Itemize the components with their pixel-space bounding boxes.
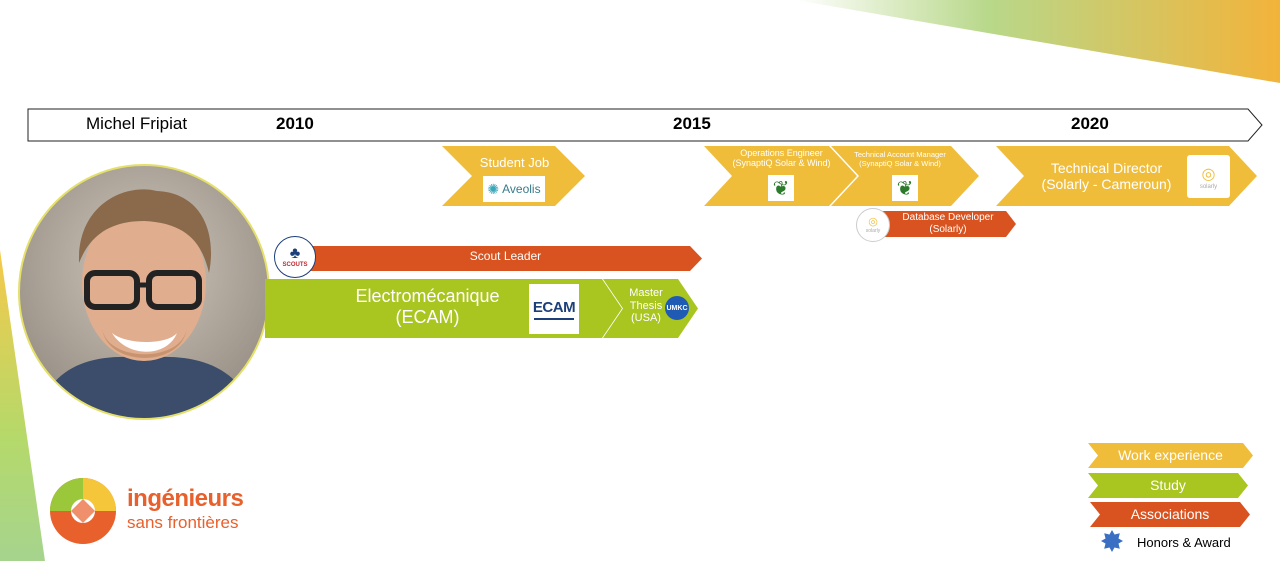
legend-work-label: Work experience: [1118, 447, 1223, 463]
work-label: Technical Director (Solarly - Cameroun): [1041, 160, 1172, 193]
year-label: 2015: [673, 114, 711, 133]
legend-honors-label: Honors & Award: [1137, 535, 1231, 550]
solarly-logo: ◎ solarly: [856, 208, 890, 242]
ecam-logo: ECAM: [529, 284, 579, 334]
legend-study-label: Study: [1150, 477, 1186, 493]
study-item-electromecanique[interactable]: Electromécanique (ECAM) ECAM: [265, 279, 622, 338]
association-item-scout-leader[interactable]: Scout Leader: [293, 246, 702, 271]
3e-logo: ❦: [768, 175, 794, 201]
legend-associations: Associations: [1090, 502, 1250, 527]
work-label: Technical Account Manager (SynaptiQ Sola…: [854, 150, 946, 168]
solarly-logo: ◎ solarly: [1187, 155, 1230, 198]
brand-line2: sans frontières: [127, 513, 239, 532]
work-item-operations-engineer[interactable]: Operations Engineer (SynaptiQ Solar & Wi…: [704, 146, 857, 206]
association-label: Scout Leader: [469, 249, 542, 263]
3e-logo: ❦: [892, 175, 918, 201]
umkc-logo: UMKC: [665, 296, 689, 320]
profile-photo: [17, 163, 271, 421]
work-item-technical-director[interactable]: Technical Director (Solarly - Cameroun) …: [996, 146, 1257, 206]
person-name: Michel Fripiat: [86, 114, 188, 133]
aveolis-logo: ✺Aveolis: [483, 176, 545, 202]
legend-study: Study: [1088, 473, 1248, 498]
study-label: Electromécanique (ECAM): [355, 286, 500, 327]
study-item-master-thesis[interactable]: Master Thesis (USA) UMKC: [603, 279, 698, 338]
work-label: Operations Engineer (SynaptiQ Solar & Wi…: [732, 148, 831, 169]
association-item-database-developer[interactable]: Database Developer (Solarly): [868, 211, 1016, 237]
honors-award-icon: [1101, 530, 1123, 552]
legend-associations-label: Associations: [1130, 506, 1210, 522]
association-label: Database Developer (Solarly): [902, 212, 994, 235]
legend-work: Work experience: [1088, 443, 1253, 468]
year-label: 2010: [276, 114, 314, 133]
scouts-logo: ♣ SCOUTS: [274, 236, 316, 278]
study-label: Master Thesis (USA): [629, 287, 663, 325]
work-item-technical-account-manager[interactable]: Technical Account Manager (SynaptiQ Sola…: [831, 146, 979, 206]
brand-line1: ingénieurs: [127, 485, 244, 512]
year-label: 2020: [1071, 114, 1109, 133]
isf-logo-icon: [48, 476, 118, 546]
work-label: Student Job: [479, 155, 550, 170]
work-item-student-job[interactable]: Student Job ✺Aveolis: [442, 146, 585, 206]
